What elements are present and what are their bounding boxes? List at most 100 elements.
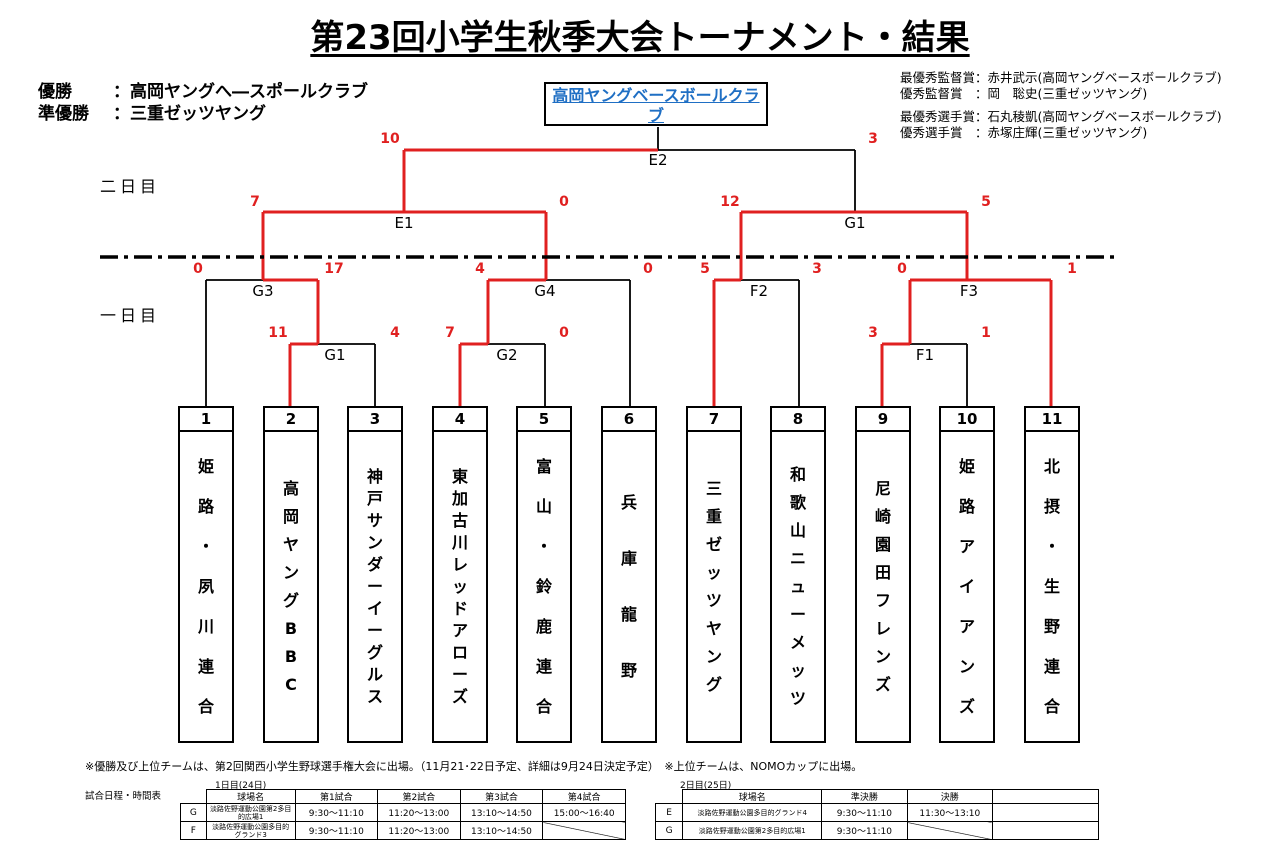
header-venue: 球場名 [682, 789, 823, 804]
time-cell: 15:00〜16:40 [542, 803, 626, 822]
team-name-char: ー [366, 576, 383, 596]
field-code: G [180, 803, 207, 822]
team-name-char: 川 [451, 532, 468, 552]
day1-label: 一日目 [100, 306, 161, 325]
team-name-char: 田 [874, 562, 891, 582]
schedule-day2-table: 球場名 準決勝 決勝 E 淡路佐野運動公園多目的グランド4 9:30〜11:10… [654, 789, 1100, 840]
team-name-char: ュ [789, 576, 806, 596]
team-name-char: ル [366, 664, 383, 684]
venue-name: 淡路佐野運動公園第2多目的広場1 [205, 803, 296, 822]
team-name-char: ヤ [282, 534, 299, 554]
champion-box[interactable]: 高岡ヤングベースボールクラブ [544, 82, 768, 126]
runner-up-value: ：三重ゼッツヤング [113, 104, 266, 124]
team-name-char: 兵 [620, 492, 637, 512]
team-name-char: ニ [789, 548, 806, 568]
team-name-char: 崎 [874, 506, 891, 526]
team-name-char: 山 [789, 520, 806, 540]
time-cell: 9:30〜11:10 [294, 803, 378, 822]
team-number: 5 [518, 408, 570, 432]
score-g2-left: 7 [445, 325, 455, 341]
team-name-char: 摂 [1043, 496, 1060, 516]
team-number: 4 [434, 408, 486, 432]
team-name-char: イ [366, 598, 383, 618]
score-e1-right: 0 [559, 194, 569, 210]
node-g3: G3 [252, 282, 274, 300]
team-name-char: ス [366, 686, 383, 706]
team-name-char: ッ [451, 576, 468, 596]
team-name-char: グ [705, 674, 722, 694]
team-name-char: 鹿 [535, 616, 552, 636]
venue-name: 淡路佐野運動公園多目的グランド3 [205, 821, 296, 840]
team-name-char: 歌 [789, 492, 806, 512]
schedule-day1-caption: 1日目(24日) [215, 781, 267, 791]
venue-name: 淡路佐野運動公園第2多目的広場1 [682, 821, 823, 840]
team-name: 姫路・夙川連合 [180, 432, 232, 741]
table-row: F 淡路佐野運動公園多目的グランド3 9:30〜11:10 11:20〜13:0… [180, 821, 626, 840]
team-name-char: 北 [1043, 456, 1060, 476]
team-name-char: 和 [789, 464, 806, 484]
team-name-char: 連 [197, 656, 214, 676]
time-cell: 9:30〜11:10 [821, 803, 908, 822]
score-g3-left: 0 [193, 261, 203, 277]
team-name-char: ダ [366, 554, 383, 574]
team-name-char: 高 [282, 478, 299, 498]
team-number: 2 [265, 408, 317, 432]
score-g4-left: 4 [475, 261, 485, 277]
node-g2: G2 [496, 346, 518, 364]
score-g1top-left: 12 [720, 194, 740, 210]
table-row: G 淡路佐野運動公園第2多目的広場1 9:30〜11:10 [654, 821, 1100, 840]
time-cell: 11:20〜13:00 [376, 821, 461, 840]
team-name-char: ・ [535, 536, 552, 556]
team-name: 神戸サンダーイーグルス [349, 432, 401, 741]
score-g2-right: 0 [559, 325, 569, 341]
node-e2: E2 [648, 151, 668, 169]
field-code: G [654, 821, 684, 840]
team-name-char: ン [874, 646, 891, 666]
team-name-char: ン [366, 532, 383, 552]
header-venue: 球場名 [205, 789, 296, 804]
team-number: 7 [688, 408, 740, 432]
team-name: 三重ゼッツヤング [688, 432, 740, 741]
team-name: 北摂・生野連合 [1026, 432, 1078, 741]
table-row: G 淡路佐野運動公園第2多目的広場1 9:30〜11:10 11:20〜13:0… [180, 803, 626, 822]
time-cell: 9:30〜11:10 [821, 821, 908, 840]
team-number: 10 [941, 408, 993, 432]
qualification-note: ※優勝及び上位チームは、第2回関西小学生野球選手権大会に出場。（11月21･22… [85, 760, 863, 773]
team-number: 8 [772, 408, 824, 432]
score-g1-right: 4 [390, 325, 400, 341]
schedule-day1-table: 球場名 第1試合 第2試合 第3試合 第4試合 G 淡路佐野運動公園第2多目的広… [180, 789, 626, 840]
team-name-char: ン [282, 562, 299, 582]
team-name-char: ッ [789, 660, 806, 680]
winner-value: ：高岡ヤングへ―スポールクラブ [113, 82, 368, 102]
team-name-char: 野 [1043, 616, 1060, 636]
team-name-char: 鈴 [535, 576, 552, 596]
team-name-char: 合 [197, 696, 214, 716]
team-name-char: 生 [1043, 576, 1060, 596]
team-name-char: ー [366, 620, 383, 640]
day2-label: 二日目 [100, 177, 161, 196]
team-name-char: 東 [451, 466, 468, 486]
node-g4: G4 [534, 282, 556, 300]
team-name-char: 岡 [282, 506, 299, 526]
team-number: 6 [603, 408, 655, 432]
team-name-char: 古 [451, 510, 468, 530]
team-name-char: 合 [535, 696, 552, 716]
team-name-char: フ [874, 590, 891, 610]
team-name-char: サ [366, 510, 383, 530]
team-name: 東加古川レッドアローズ [434, 432, 486, 741]
team-number: 3 [349, 408, 401, 432]
time-cell: 11:20〜13:00 [376, 803, 461, 822]
award-player: 優秀選手賞 ：赤塚庄輝(三重ゼッツヤング) [900, 125, 1148, 140]
score-g1-left: 11 [268, 325, 288, 341]
bracket-lines-win [261, 148, 1053, 406]
team-name-char: 戸 [366, 488, 383, 508]
empty-cell [542, 821, 626, 840]
award-best-manager: 最優秀監督賞：赤井武示(高岡ヤングベースボールクラブ) [900, 70, 1222, 85]
